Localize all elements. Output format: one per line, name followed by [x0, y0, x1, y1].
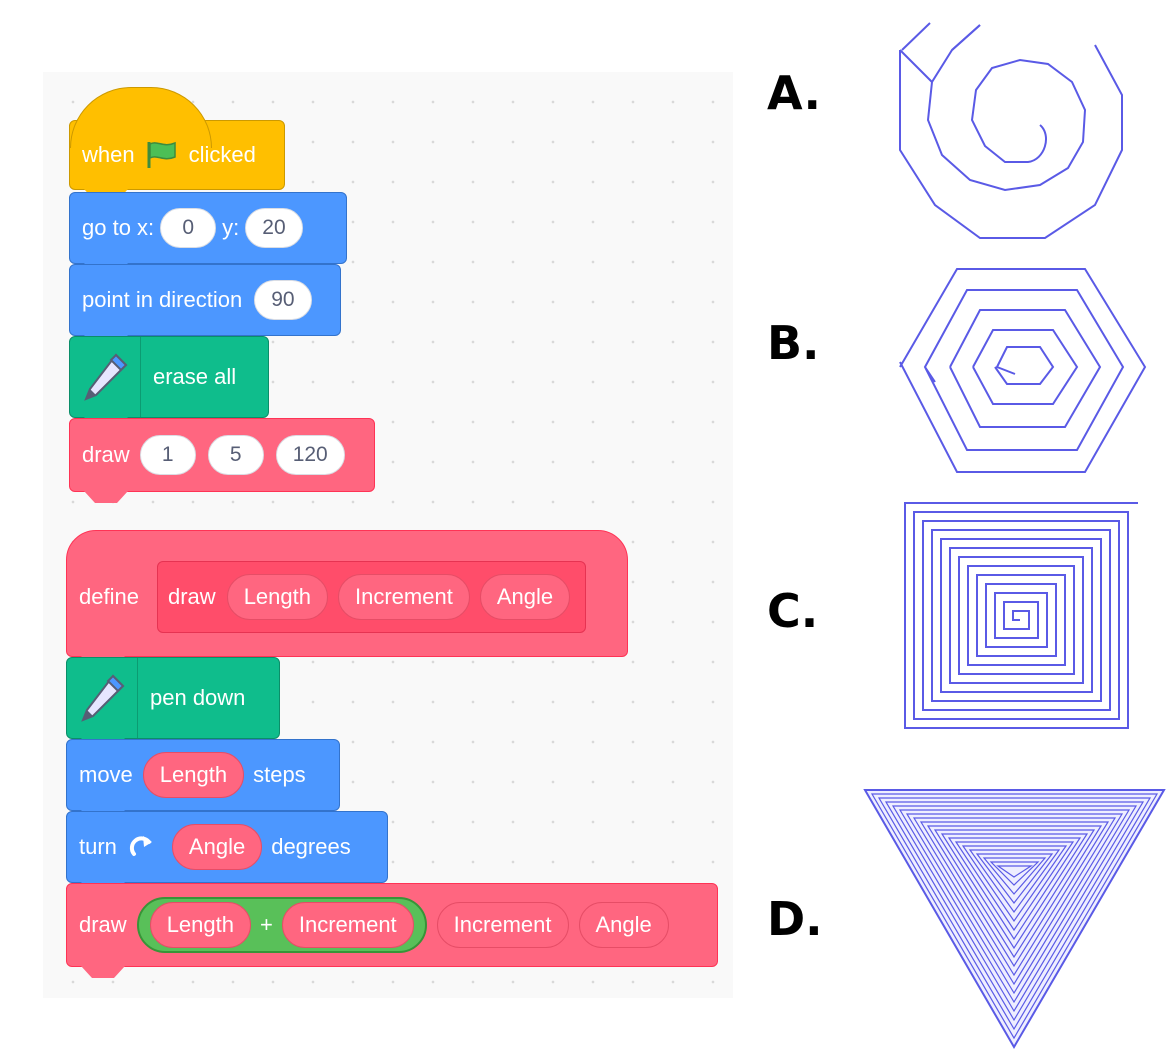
option-a-label: A.: [767, 66, 821, 120]
proto-name: draw: [168, 584, 216, 609]
draw-call-block[interactable]: draw 1 5 120: [69, 418, 375, 503]
option-d-label: D.: [767, 892, 823, 946]
move-steps-block[interactable]: move Length steps: [66, 739, 340, 822]
option-b-label: B.: [767, 316, 820, 370]
pen-icon: [81, 674, 125, 722]
turn-angle-reporter[interactable]: Angle: [171, 824, 263, 870]
draw-rec-increment-reporter[interactable]: Increment: [436, 902, 569, 948]
steps-label: steps: [253, 762, 306, 787]
move-length-reporter[interactable]: Length: [142, 752, 245, 798]
when-label: when: [82, 142, 135, 167]
move-label: move: [79, 762, 133, 787]
option-b-spiral-image: [899, 268, 1147, 473]
direction-input[interactable]: 90: [254, 280, 312, 320]
go-to-xy-block[interactable]: go to x: 0 y: 20: [69, 192, 347, 275]
draw-label: draw: [82, 442, 130, 467]
point-in-direction-label: point in direction: [82, 287, 243, 312]
degrees-label: degrees: [271, 834, 351, 859]
green-flag-icon: [147, 141, 176, 168]
define-label: define: [79, 584, 139, 609]
define-block[interactable]: define draw Length Increment Angle: [66, 530, 628, 668]
pen-down-label: pen down: [150, 685, 246, 710]
param-angle[interactable]: Angle: [479, 574, 571, 620]
point-in-direction-block[interactable]: point in direction 90: [69, 264, 341, 347]
y-label: y:: [222, 215, 240, 240]
erase-all-label: erase all: [153, 364, 237, 389]
op-increment-reporter[interactable]: Increment: [281, 902, 414, 948]
option-d-spiral-image: [863, 789, 1166, 1049]
add-operator[interactable]: Length + Increment: [136, 897, 427, 953]
draw-arg-1[interactable]: 1: [139, 435, 196, 475]
pen-down-block[interactable]: pen down: [66, 657, 280, 750]
y-input[interactable]: 20: [245, 208, 303, 248]
go-to-label: go to x:: [82, 215, 155, 240]
rotate-clockwise-icon: [129, 836, 152, 856]
erase-all-block[interactable]: erase all: [69, 336, 269, 429]
clicked-label: clicked: [188, 142, 256, 167]
draw-rec-angle-reporter[interactable]: Angle: [578, 902, 669, 948]
draw-arg-3[interactable]: 120: [275, 435, 345, 475]
define-prototype[interactable]: draw Length Increment Angle: [157, 561, 587, 633]
op-length-reporter[interactable]: Length: [149, 902, 251, 948]
draw-arg-2[interactable]: 5: [207, 435, 264, 475]
when-flag-clicked-block[interactable]: when clicked: [69, 87, 285, 201]
option-a-spiral-image: [899, 22, 1123, 239]
x-input[interactable]: 0: [160, 208, 217, 248]
draw-rec-label: draw: [79, 912, 127, 937]
param-increment[interactable]: Increment: [337, 574, 470, 620]
turn-label: turn: [79, 834, 117, 859]
pen-icon: [84, 353, 128, 401]
draw-recursive-block[interactable]: draw Length + Increment Increment Angle: [66, 883, 718, 978]
param-length[interactable]: Length: [226, 574, 328, 620]
plus-sign: +: [259, 912, 273, 937]
option-c-spiral-image: [904, 502, 1138, 729]
option-c-label: C.: [767, 584, 819, 638]
turn-degrees-block[interactable]: turn Angle degrees: [66, 811, 388, 894]
